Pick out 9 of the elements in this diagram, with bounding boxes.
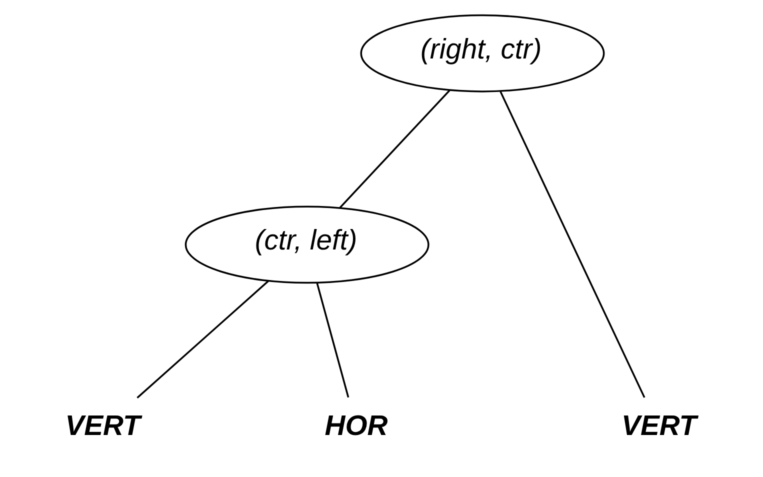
connector	[136, 280, 269, 398]
node-text: HOR	[324, 410, 388, 442]
node-ellipse: (right, ctr)	[360, 14, 605, 92]
node-ellipse: (ctr, left)	[184, 206, 430, 284]
connector	[339, 90, 450, 208]
node-text: VERT	[65, 410, 140, 442]
connector	[500, 91, 646, 398]
connector	[316, 282, 350, 398]
node-text: VERT	[622, 410, 697, 442]
